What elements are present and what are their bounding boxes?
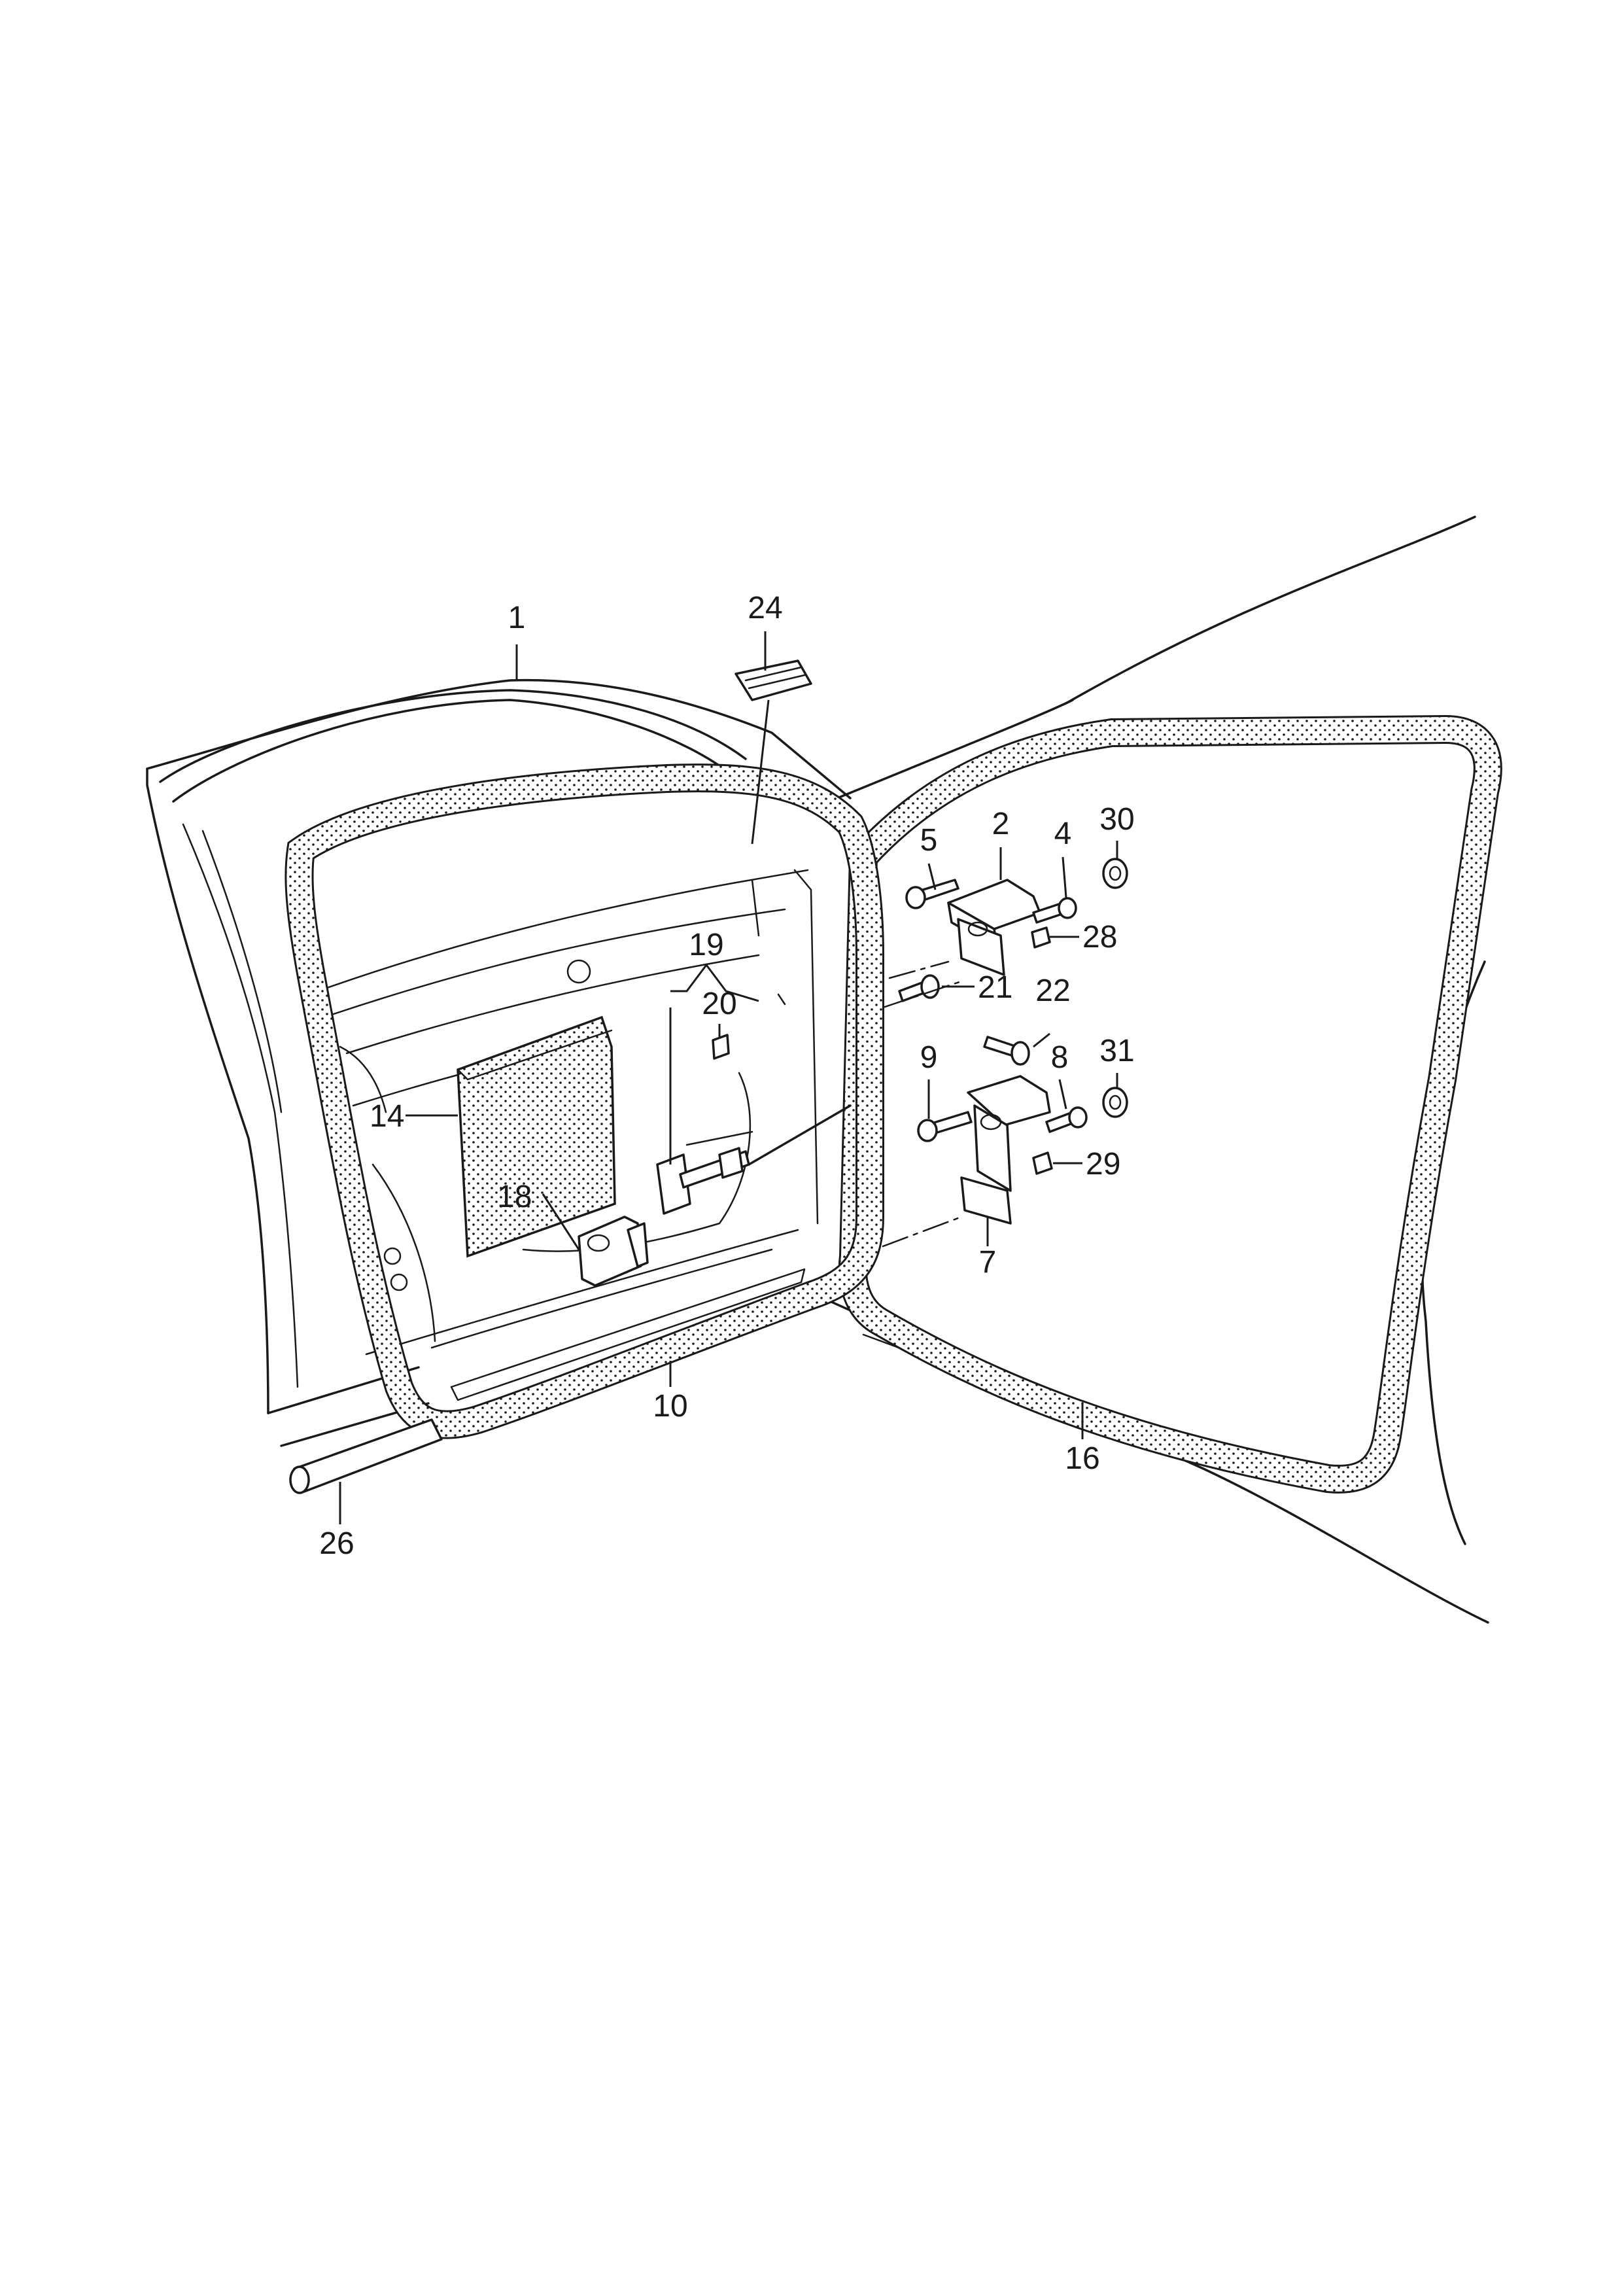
callout-10: 10 <box>653 1389 687 1424</box>
lower-hinge-7 <box>960 1075 1051 1225</box>
leader-lines <box>339 631 1118 1524</box>
body-seal-16 <box>838 714 1502 1494</box>
callout-7: 7 <box>979 1245 997 1280</box>
sill-tube-26 <box>289 1418 443 1494</box>
door-check-19 <box>656 1034 852 1215</box>
callout-31: 31 <box>1099 1034 1134 1068</box>
callout-30: 30 <box>1099 802 1134 837</box>
bolt-21 <box>898 974 940 1002</box>
callout-21: 21 <box>978 970 1012 1005</box>
callout-20: 20 <box>702 987 736 1021</box>
callout-22: 22 <box>1035 973 1070 1008</box>
bolt-8 <box>1045 1106 1088 1133</box>
alignment-lines <box>882 960 963 1248</box>
nut-30 <box>1102 858 1128 889</box>
nut-31 <box>1102 1087 1128 1118</box>
cap-28 <box>1031 926 1051 949</box>
callout-26: 26 <box>319 1526 354 1561</box>
callout-2: 2 <box>992 807 1010 841</box>
door-seal-10 <box>285 763 884 1439</box>
bolt-4 <box>1032 897 1077 924</box>
callout-18: 18 <box>497 1180 532 1214</box>
cap-29 <box>1032 1151 1053 1175</box>
callout-9: 9 <box>920 1040 938 1075</box>
callout-4: 4 <box>1054 816 1072 851</box>
callout-28: 28 <box>1082 920 1117 955</box>
callout-24: 24 <box>748 591 782 625</box>
callout-19: 19 <box>689 928 723 962</box>
bolt-5 <box>905 879 959 909</box>
bolt-9 <box>917 1111 973 1142</box>
bolt-22 <box>983 1036 1030 1066</box>
callout-14: 14 <box>370 1099 404 1134</box>
upper-hinge-2 <box>947 879 1041 976</box>
insulation-pad-14 <box>457 1015 616 1258</box>
callout-5: 5 <box>920 823 938 858</box>
callout-16: 16 <box>1065 1441 1099 1476</box>
connector-18 <box>578 1216 649 1287</box>
callout-29: 29 <box>1086 1147 1120 1182</box>
callout-8: 8 <box>1051 1040 1069 1075</box>
callout-1: 1 <box>508 601 526 635</box>
clip-24 <box>734 659 812 701</box>
callout-labels: 1 24 2 5 4 30 28 21 22 9 8 31 29 7 19 20… <box>319 591 1134 1561</box>
